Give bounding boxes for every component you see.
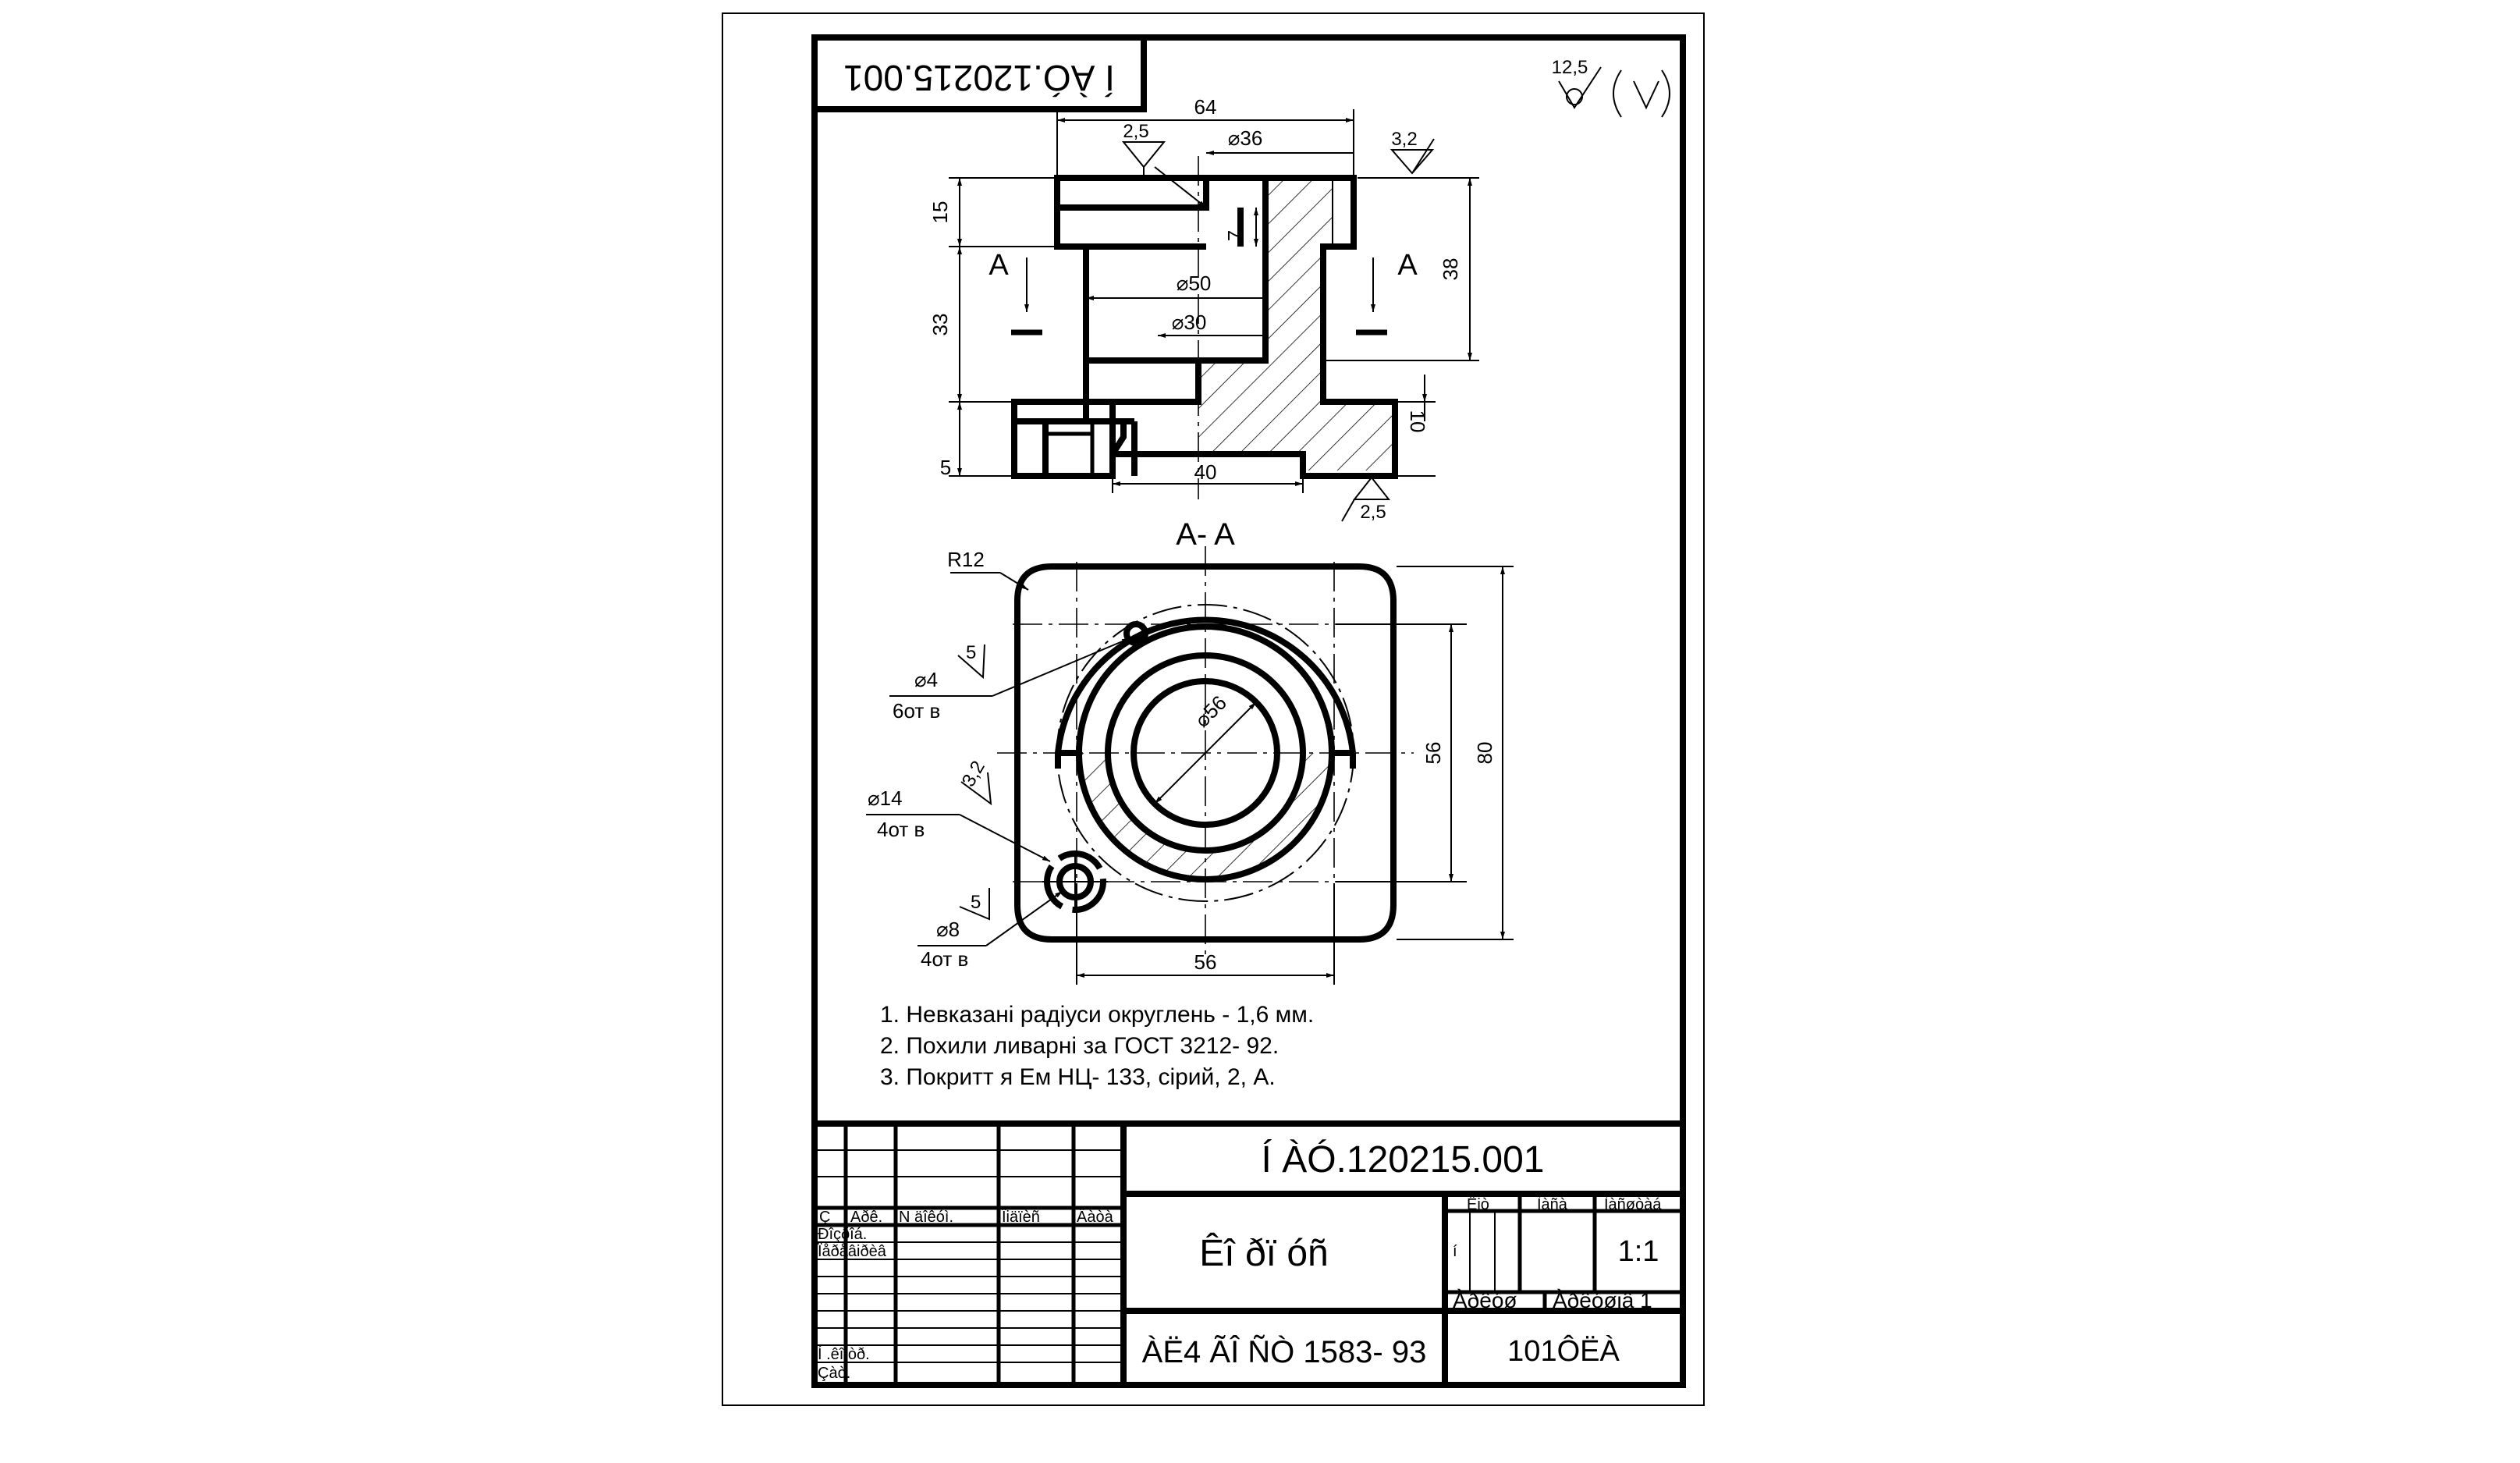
tb-designation: Í ÀÓ.120215.001 <box>1262 1138 1545 1181</box>
dim-40: 40 <box>1194 460 1217 484</box>
tb-material: ÀË4 ÃÎ ÑÒ 1583- 93 <box>1142 1334 1427 1369</box>
roughness-hole-8: 5 <box>959 888 990 921</box>
tb-lit-letter: í <box>1453 1243 1457 1260</box>
tb-row-developed: Ðîçðîá. <box>818 1226 867 1243</box>
svg-text:2,5: 2,5 <box>1360 502 1386 523</box>
svg-text:5: 5 <box>971 892 981 913</box>
dim-10: 10 <box>1406 410 1429 433</box>
tb-group: 101ÔËÀ <box>1507 1333 1620 1368</box>
tb-row-norm: Í .êîíòð. <box>818 1345 870 1363</box>
note-3: 3. Покритт я Ем НЦ- 133, сірий, 2, А. <box>880 1064 1276 1090</box>
tb-scale-value: 1:1 <box>1618 1235 1659 1268</box>
dim-7: 7 <box>1223 230 1247 241</box>
roughness-bottom: 2,5 <box>1341 476 1391 523</box>
dim-80: 80 <box>1473 742 1496 765</box>
dim-r12: R12 <box>947 548 985 571</box>
general-roughness-symbol: 12,5 <box>1552 57 1670 118</box>
svg-text:3,2: 3,2 <box>1391 129 1417 150</box>
tb-hdr-change: Ç <box>819 1209 830 1226</box>
svg-text:3,2: 3,2 <box>958 758 989 790</box>
dim-38: 38 <box>1439 258 1462 281</box>
dim-d30: ⌀30 <box>1172 311 1207 334</box>
section-mark-right: A <box>1397 249 1418 282</box>
callout-hole-14: ⌀14 <box>868 787 903 810</box>
sheet-border <box>722 12 1705 1406</box>
dim-5: 5 <box>940 456 951 479</box>
dim-56-vertical: 56 <box>1421 742 1445 765</box>
front-view: A A 64 ⌀36 2,5 3,2 15 <box>928 95 1479 523</box>
callout-hole-8: ⌀8 <box>936 918 960 941</box>
tb-hdr-docnum: N äîêóì. <box>899 1209 953 1226</box>
tb-hdr-sign: Ïiäïèñ <box>1002 1209 1040 1226</box>
callout-hole-4: ⌀4 <box>914 668 938 691</box>
note-2: 2. Похили ливарні за ГОСТ 3212- 92. <box>880 1033 1279 1059</box>
roughness-right: 3,2 <box>1390 129 1435 175</box>
drawing-frame <box>811 34 1686 1388</box>
tb-part-name: Êî ðï óñ <box>1199 1233 1328 1274</box>
svg-text:5: 5 <box>966 642 976 663</box>
tb-col-lit: Ëiò <box>1467 1196 1489 1213</box>
dim-56-bottom: 56 <box>1194 950 1217 974</box>
dim-d36: ⌀36 <box>1228 126 1263 150</box>
section-view-aa: A- A ⌀56 R12 <box>866 517 1514 985</box>
tb-sheets: Àðêóøiâ 1 <box>1553 1288 1652 1312</box>
callout-hole-14-count: 4от в <box>877 818 925 841</box>
svg-text:12,5: 12,5 <box>1552 57 1588 78</box>
roughness-hole-4: 5 <box>957 642 985 680</box>
section-mark-left: A <box>988 249 1009 282</box>
tb-col-mass: Ìàñà <box>1537 1195 1568 1213</box>
title-block: Ç Àðê. N äîêóì. Ïiäïèñ Äàòà Ðîçðîá. Ïåðå… <box>815 1120 1683 1385</box>
note-1: 1. Невказані радіуси округлень - 1,6 мм. <box>880 1002 1314 1028</box>
tb-hdr-sheet: Àðê. <box>850 1208 882 1226</box>
roughness-top: 2,5 <box>1121 121 1207 208</box>
rotated-code-box <box>811 34 1147 112</box>
tb-col-scale: Ìàñøòàá <box>1604 1195 1662 1213</box>
dim-d50: ⌀50 <box>1177 272 1212 295</box>
callout-hole-8-count: 4от в <box>921 947 968 971</box>
svg-text:2,5: 2,5 <box>1123 121 1148 142</box>
dim-33: 33 <box>928 314 952 336</box>
tb-sheet: Àðêóø <box>1453 1288 1517 1312</box>
technical-notes: 1. Невказані радіуси округлень - 1,6 мм.… <box>880 1002 1314 1090</box>
dim-d56-circle: ⌀56 <box>1190 691 1231 732</box>
tb-row-checked: Ïåðåâiðèâ <box>818 1243 887 1260</box>
dim-15: 15 <box>928 201 952 224</box>
callout-hole-4-count: 6от в <box>893 699 940 723</box>
rotated-code-text: Í ÀÓ.120215.001 <box>843 58 1115 98</box>
section-hatch <box>1198 178 1395 471</box>
dim-64: 64 <box>1194 95 1217 119</box>
section-title: A- A <box>1176 517 1235 552</box>
tb-row-approved: Çàò. <box>818 1365 850 1382</box>
flange-outline <box>1014 563 1397 943</box>
tb-hdr-date: Äàòà <box>1077 1209 1114 1226</box>
roughness-hole-14: 3,2 <box>958 758 992 806</box>
